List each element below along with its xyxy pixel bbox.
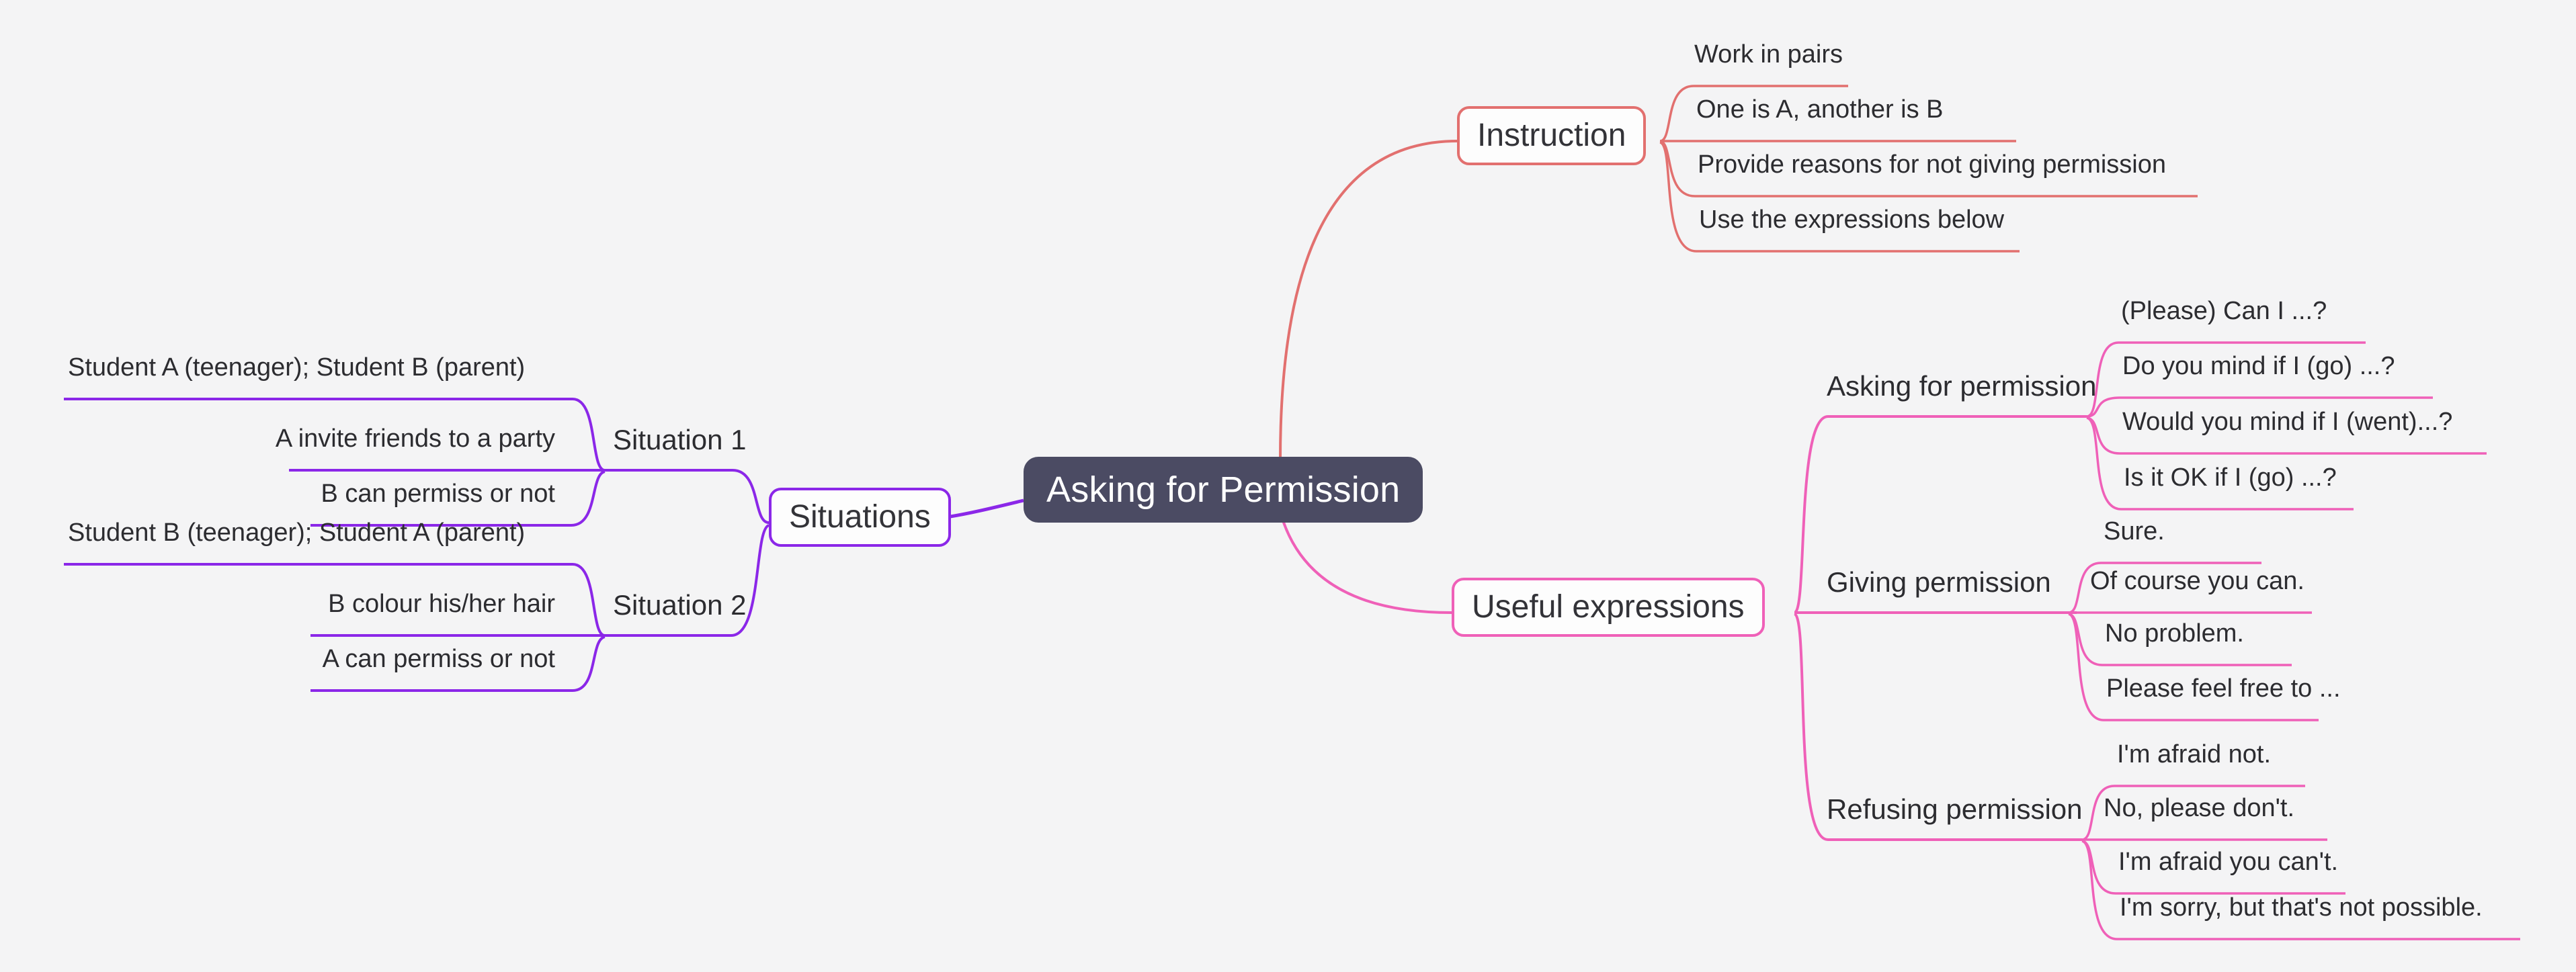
leaf-instruction-work-in-pairs[interactable]: Work in pairs: [1694, 40, 1843, 69]
leaf-refusing-please-dont[interactable]: No, please don't.: [2104, 794, 2294, 822]
branch-node-situations[interactable]: Situations: [769, 488, 951, 547]
leaf-refusing-not-possible[interactable]: I'm sorry, but that's not possible.: [2120, 893, 2483, 922]
leaf-giving-of-course[interactable]: Of course you can.: [2090, 567, 2304, 595]
edge-situations-s1: [605, 469, 770, 524]
leaf-giving-no-problem[interactable]: No problem.: [2105, 619, 2244, 648]
edge-root-useful-expressions: [1279, 511, 1452, 614]
leaf-instruction-use-expressions[interactable]: Use the expressions below: [1699, 206, 2005, 234]
root-node[interactable]: Asking for Permission: [1024, 457, 1423, 523]
leaf-situation1-roles[interactable]: Student A (teenager); Student B (parent): [68, 353, 526, 382]
group-node-situation-2[interactable]: Situation 2: [613, 589, 747, 621]
leaf-asking-can-i[interactable]: (Please) Can I ...?: [2121, 297, 2327, 325]
group-node-refusing-permission[interactable]: Refusing permission: [1827, 793, 2083, 825]
leaf-instruction-provide-reasons[interactable]: Provide reasons for not giving permissio…: [1698, 150, 2167, 179]
leaf-situation1-b-can-permiss[interactable]: B can permiss or not: [321, 480, 555, 508]
leaf-asking-is-it-ok[interactable]: Is it OK if I (go) ...?: [2124, 463, 2337, 492]
leaf-situation2-a-can-permiss[interactable]: A can permiss or not: [322, 645, 555, 673]
leaf-situation2-roles[interactable]: Student B (teenager); Student A (parent): [68, 519, 526, 547]
leaf-instruction-one-is-a[interactable]: One is A, another is B: [1696, 95, 1944, 124]
leaf-giving-feel-free[interactable]: Please feel free to ...: [2106, 674, 2341, 703]
edge-root-instruction: [1279, 140, 1458, 460]
leaf-asking-do-you-mind[interactable]: Do you mind if I (go) ...?: [2122, 352, 2395, 380]
branch-node-useful-expressions[interactable]: Useful expressions: [1452, 578, 1765, 637]
leaf-situation2-colour-hair[interactable]: B colour his/her hair: [328, 590, 555, 618]
leaf-giving-sure[interactable]: Sure.: [2104, 517, 2165, 545]
group-node-situation-1[interactable]: Situation 1: [613, 424, 747, 455]
leaf-refusing-afraid-not[interactable]: I'm afraid not.: [2117, 740, 2272, 768]
leaf-situation1-invite-friends[interactable]: A invite friends to a party: [275, 425, 555, 453]
branch-node-instruction[interactable]: Instruction: [1457, 106, 1647, 165]
group-node-asking-for-permission[interactable]: Asking for permission: [1827, 370, 2097, 402]
group-node-giving-permission[interactable]: Giving permission: [1827, 566, 2051, 598]
leaf-refusing-afraid-you-cant[interactable]: I'm afraid you can't.: [2118, 848, 2339, 876]
leaf-asking-would-you-mind[interactable]: Would you mind if I (went)...?: [2122, 408, 2453, 436]
